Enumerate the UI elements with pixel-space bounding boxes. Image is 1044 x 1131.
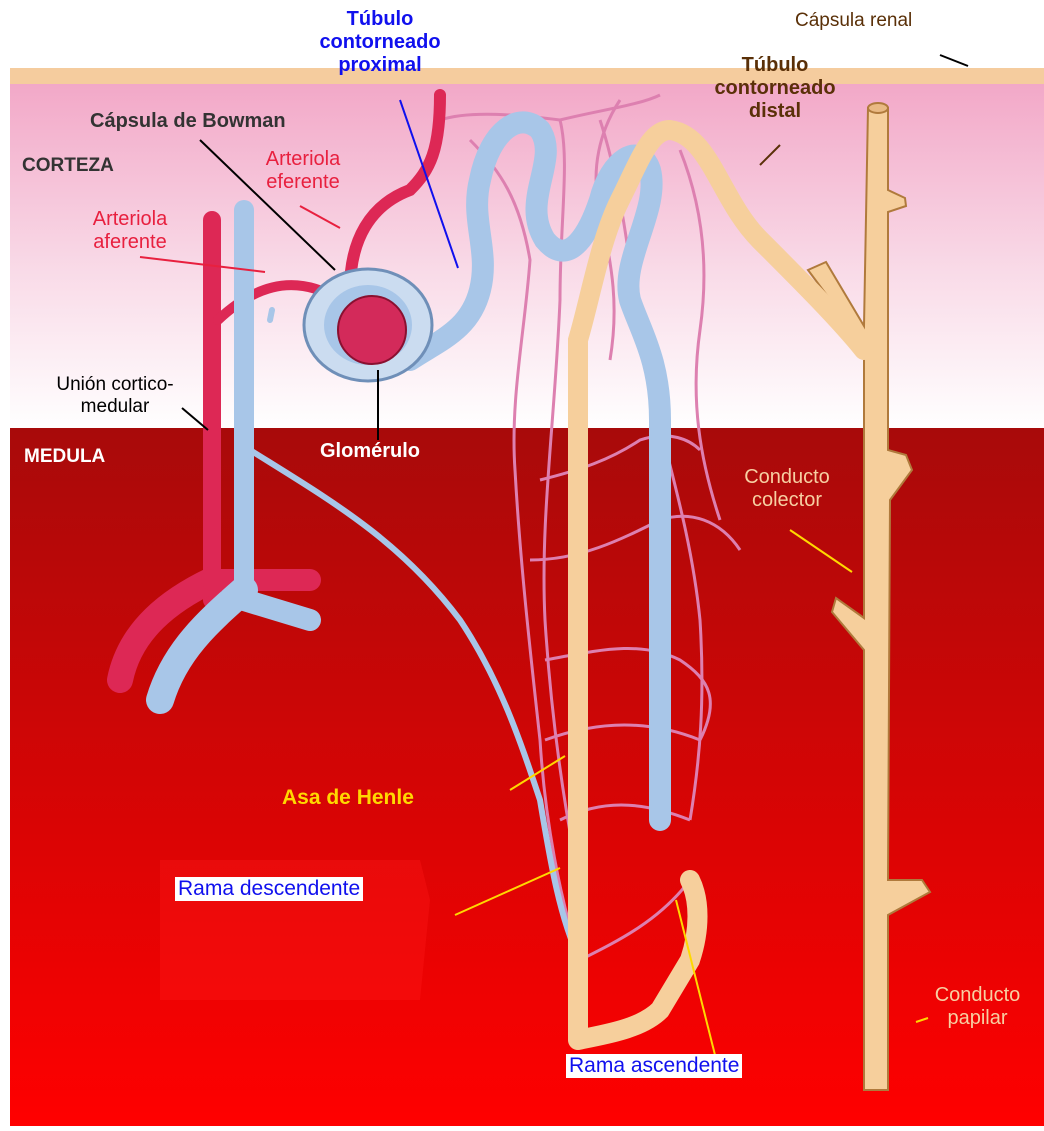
label-line: colector [712,489,862,512]
label-line: distal [700,100,850,123]
label-line: Arteriola [238,148,368,171]
label-rama-descendente: Rama descendente [175,877,363,901]
glomerulus [338,296,406,364]
label-asa-de-henle: Asa de Henle [282,786,414,810]
renal-capsule-band [10,68,1044,84]
label-line: medular [20,396,210,418]
bowman-capsule [304,269,432,381]
label-line: contorneado [700,77,850,100]
label-line: Conducto [712,466,862,489]
label-medula: MEDULA [24,446,105,468]
label-line: proximal [305,54,455,77]
label-union-corticomedular: Unión cortico- medular [20,374,210,418]
label-conducto-papilar: Conducto papilar [910,984,1044,1030]
label-arteriola-eferente: Arteriola eferente [238,148,368,194]
label-corteza: CORTEZA [22,155,114,177]
label-line: Túbulo [305,8,455,31]
label-rama-ascendente: Rama ascendente [566,1054,742,1078]
label-capsula-de-bowman: Cápsula de Bowman [90,110,286,133]
label-line: eferente [238,171,368,194]
label-line: aferente [65,231,195,254]
label-capsula-renal: Cápsula renal [795,10,912,32]
label-line: contorneado [305,31,455,54]
label-line: Unión cortico- [20,374,210,396]
label-tubulo-contorneado-distal: Túbulo contorneado distal [700,54,850,123]
label-line: Conducto [910,984,1044,1007]
label-arteriola-aferente: Arteriola aferente [65,208,195,254]
label-line: Arteriola [65,208,195,231]
label-glomerulo: Glomérulo [320,440,420,463]
label-line: papilar [910,1007,1044,1030]
label-tubulo-contorneado-proximal: Túbulo contorneado proximal [305,8,455,77]
label-conducto-colector: Conducto colector [712,466,862,512]
label-line: Túbulo [700,54,850,77]
